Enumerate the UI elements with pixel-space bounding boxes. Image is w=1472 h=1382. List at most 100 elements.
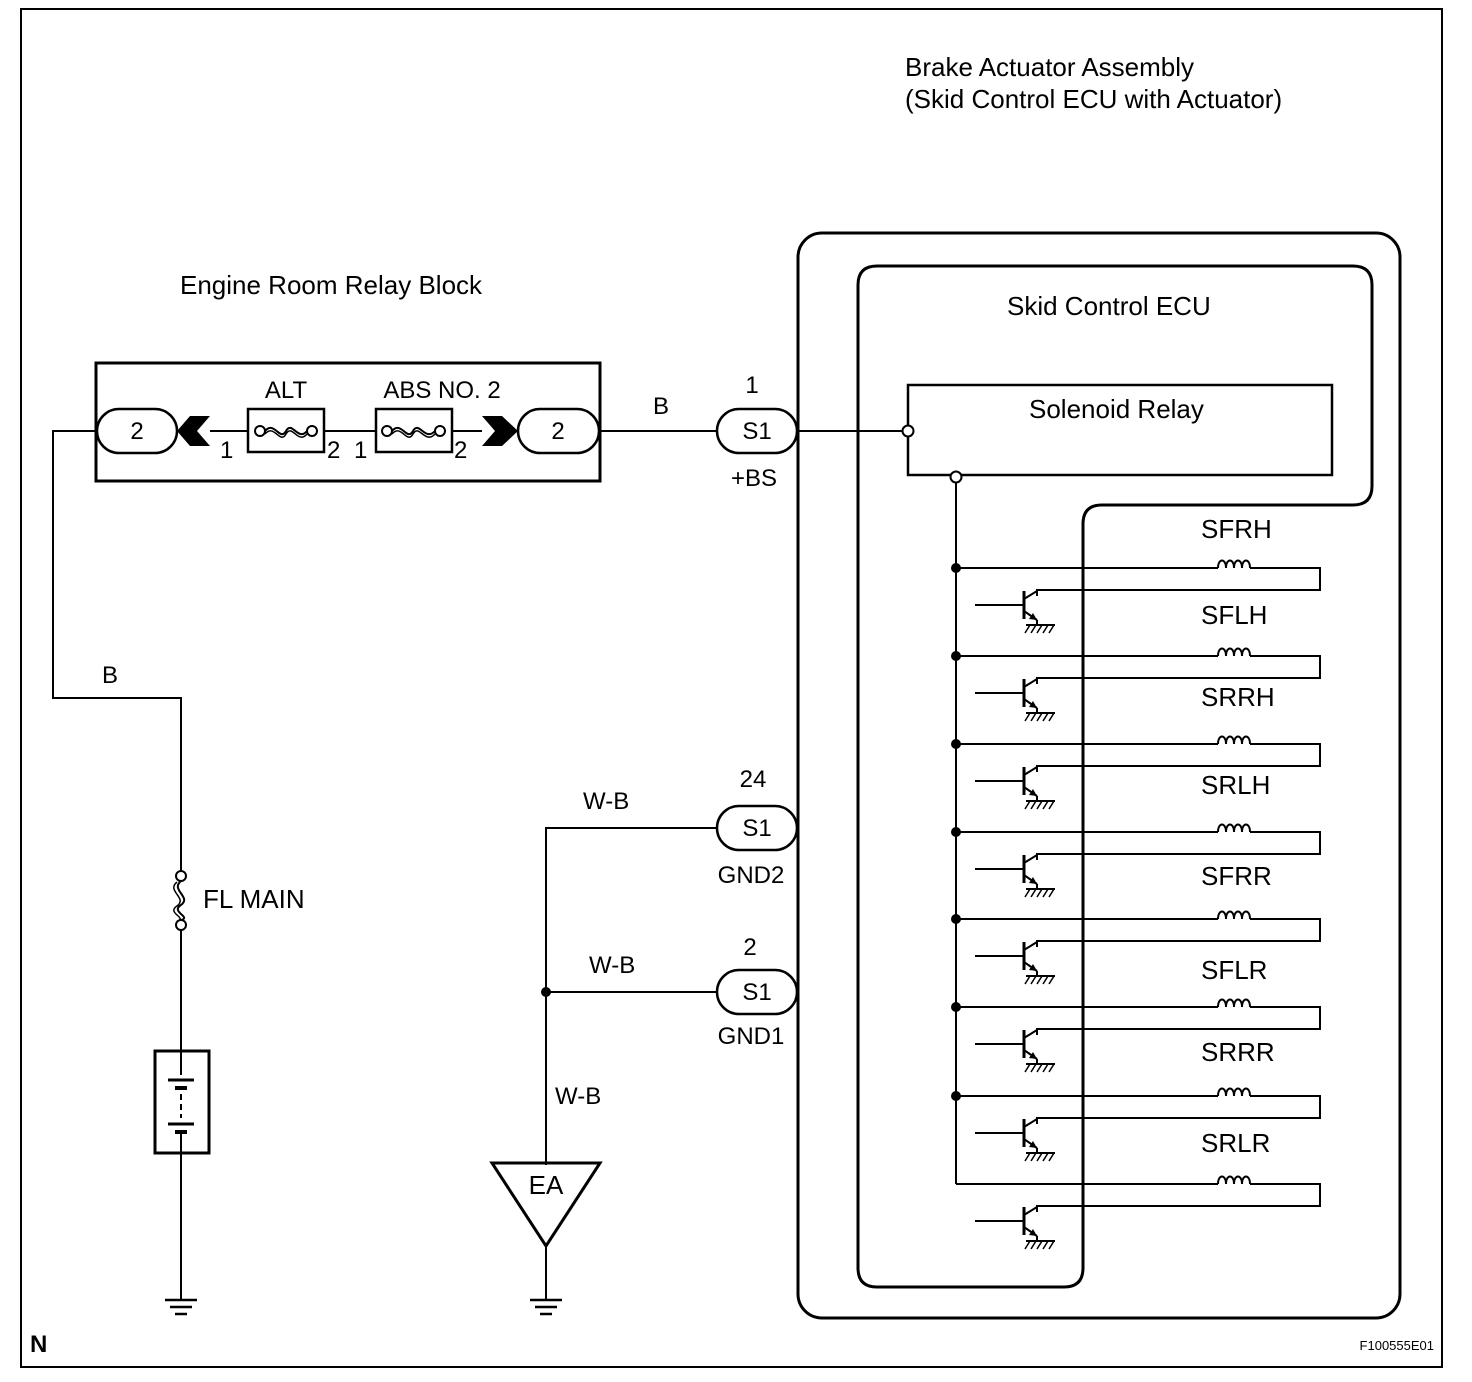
- coil-return-wire: [1036, 1095, 1321, 1124]
- coil-return-wire: [1036, 567, 1321, 596]
- ground-icon-battery: [165, 1298, 197, 1316]
- wire-label-wb-gnd1: W-B: [589, 952, 635, 979]
- solenoid-label: SFRH: [1201, 514, 1272, 544]
- connector-s1-pin24-terminal: GND2: [718, 862, 785, 889]
- solenoid-relay-output-terminal: [949, 470, 963, 484]
- connector-s1-pin1-code: S1: [742, 418, 771, 445]
- coil-return-wire: [1036, 1183, 1321, 1212]
- solenoid-label: SFLR: [1201, 955, 1267, 985]
- relay-connector-right: [516, 407, 601, 455]
- connector-s1-pin24-code: S1: [742, 815, 771, 842]
- coil-return-wire: [1036, 918, 1321, 947]
- connector-s1-pin1-terminal: +BS: [731, 465, 777, 492]
- wire-label-b-top: B: [653, 393, 669, 420]
- coil-return-wire: [1036, 1006, 1321, 1035]
- pin-label-2b: 2: [454, 437, 467, 464]
- diagram-frame: [20, 8, 1443, 1368]
- chassis-ground-icon: [1024, 1240, 1055, 1250]
- fuse-abs-label: ABS NO. 2: [383, 377, 500, 404]
- transistor-icon: [975, 678, 1038, 713]
- coil-return-wire: [1036, 831, 1321, 860]
- chassis-ground-icon: [1024, 800, 1055, 810]
- solenoid-label: SRLR: [1201, 1128, 1270, 1158]
- coil-icon: [1217, 910, 1251, 920]
- chassis-ground-icon: [1024, 1063, 1055, 1073]
- chassis-ground-icon: [1024, 624, 1055, 634]
- wire-ground-trunk: [545, 827, 717, 1165]
- transistor-icon: [975, 590, 1038, 625]
- transistor-icon: [975, 766, 1038, 801]
- connector-s1-pin1-number: 1: [745, 372, 758, 399]
- solenoid-row-sfrh: SFRH: [951, 514, 1321, 634]
- transistor-icon: [975, 1118, 1038, 1153]
- brake-actuator-assembly-box: [796, 231, 1402, 1320]
- connector-s1-pin2-number: 2: [743, 934, 756, 961]
- coil-icon: [1217, 998, 1251, 1008]
- solenoid-label: SRRR: [1201, 1037, 1275, 1067]
- ground-point-ea: [489, 1161, 603, 1249]
- connector-s1-pin24-number: 24: [740, 766, 767, 793]
- solenoid-label: SRLH: [1201, 770, 1270, 800]
- coil-icon: [1217, 647, 1251, 657]
- solenoid-label: SFRR: [1201, 861, 1272, 891]
- fl-main-fusible-link-2: [173, 881, 181, 922]
- connector-arrow-left: [177, 416, 210, 446]
- transistor-icon: [975, 1029, 1038, 1064]
- relay-block-box: [94, 361, 602, 483]
- connector-s1-pin2-code: S1: [742, 979, 771, 1006]
- fl-main-label: FL MAIN: [203, 884, 305, 914]
- solenoid-rows: SFRH SFLH SRRH SRLH SFRR SFLR SRRR SRLR: [951, 514, 1321, 1250]
- fuse-alt-element: [264, 426, 308, 436]
- solenoid-row-sflh: SFLH: [951, 600, 1321, 722]
- pin-label-1a: 1: [220, 437, 233, 464]
- chassis-ground-icon: [1024, 975, 1055, 985]
- coil-icon: [1217, 1175, 1251, 1185]
- coil-return-wire: [1036, 655, 1321, 684]
- connector-arrow-right: [482, 416, 518, 446]
- pin-label-2a: 2: [327, 437, 340, 464]
- fuse-abs-element: [391, 426, 436, 436]
- connector-s1-pin24: [715, 804, 799, 852]
- wire-label-wb-gnd2: W-B: [583, 788, 629, 815]
- fuse-abs-terminal-left: [381, 425, 393, 437]
- ground-splice-point: [541, 987, 551, 997]
- fuse-abs-element-2: [391, 430, 436, 438]
- pin-label-1b: 1: [354, 437, 367, 464]
- assembly-title-line1: Brake Actuator Assembly: [905, 52, 1194, 82]
- solenoid-label: SRRH: [1201, 682, 1275, 712]
- fl-main-fusible-link: [176, 880, 186, 921]
- solenoid-relay-label: Solenoid Relay: [1029, 394, 1204, 424]
- skid-control-ecu-box: [856, 264, 1374, 1289]
- chassis-ground-icon: [1024, 888, 1055, 898]
- coil-icon: [1217, 823, 1251, 833]
- solenoid-row-srlr: SRLR: [956, 1128, 1321, 1250]
- relay-connector-right-label: 2: [551, 418, 564, 445]
- fuse-alt-terminal-left: [254, 425, 266, 437]
- wire-label-b-left: B: [102, 662, 118, 689]
- connector-s1-pin2-terminal: GND1: [718, 1023, 785, 1050]
- fuse-alt-terminal-right: [306, 425, 318, 437]
- relay-connector-left-label: 2: [130, 418, 143, 445]
- solenoid-row-sfrr: SFRR: [951, 861, 1321, 985]
- transistor-icon: [975, 854, 1038, 889]
- fl-main-terminal-top: [175, 870, 187, 882]
- solenoid-row-srlh: SRLH: [951, 770, 1321, 898]
- fuse-alt-label: ALT: [265, 377, 308, 404]
- transistor-icon: [975, 941, 1038, 976]
- wire-battery-feed: [52, 430, 182, 872]
- solenoid-label: SFLH: [1201, 600, 1267, 630]
- ground-point-ea-label: EA: [529, 1170, 564, 1200]
- coil-icon: [1217, 1087, 1251, 1097]
- coil-return-wire: [1036, 743, 1321, 772]
- fuse-alt-element-2: [264, 430, 308, 438]
- fl-main-terminal-bottom: [175, 919, 187, 931]
- ground-icon-ea: [530, 1298, 562, 1316]
- chassis-ground-icon: [1024, 1152, 1055, 1162]
- assembly-title-line2: (Skid Control ECU with Actuator): [905, 84, 1282, 114]
- solenoid-relay-input-terminal: [901, 424, 915, 438]
- fuse-abs-terminal-right: [434, 425, 446, 437]
- chassis-ground-icon: [1024, 712, 1055, 722]
- coil-icon: [1217, 559, 1251, 569]
- footer-left-code: N: [30, 1331, 47, 1358]
